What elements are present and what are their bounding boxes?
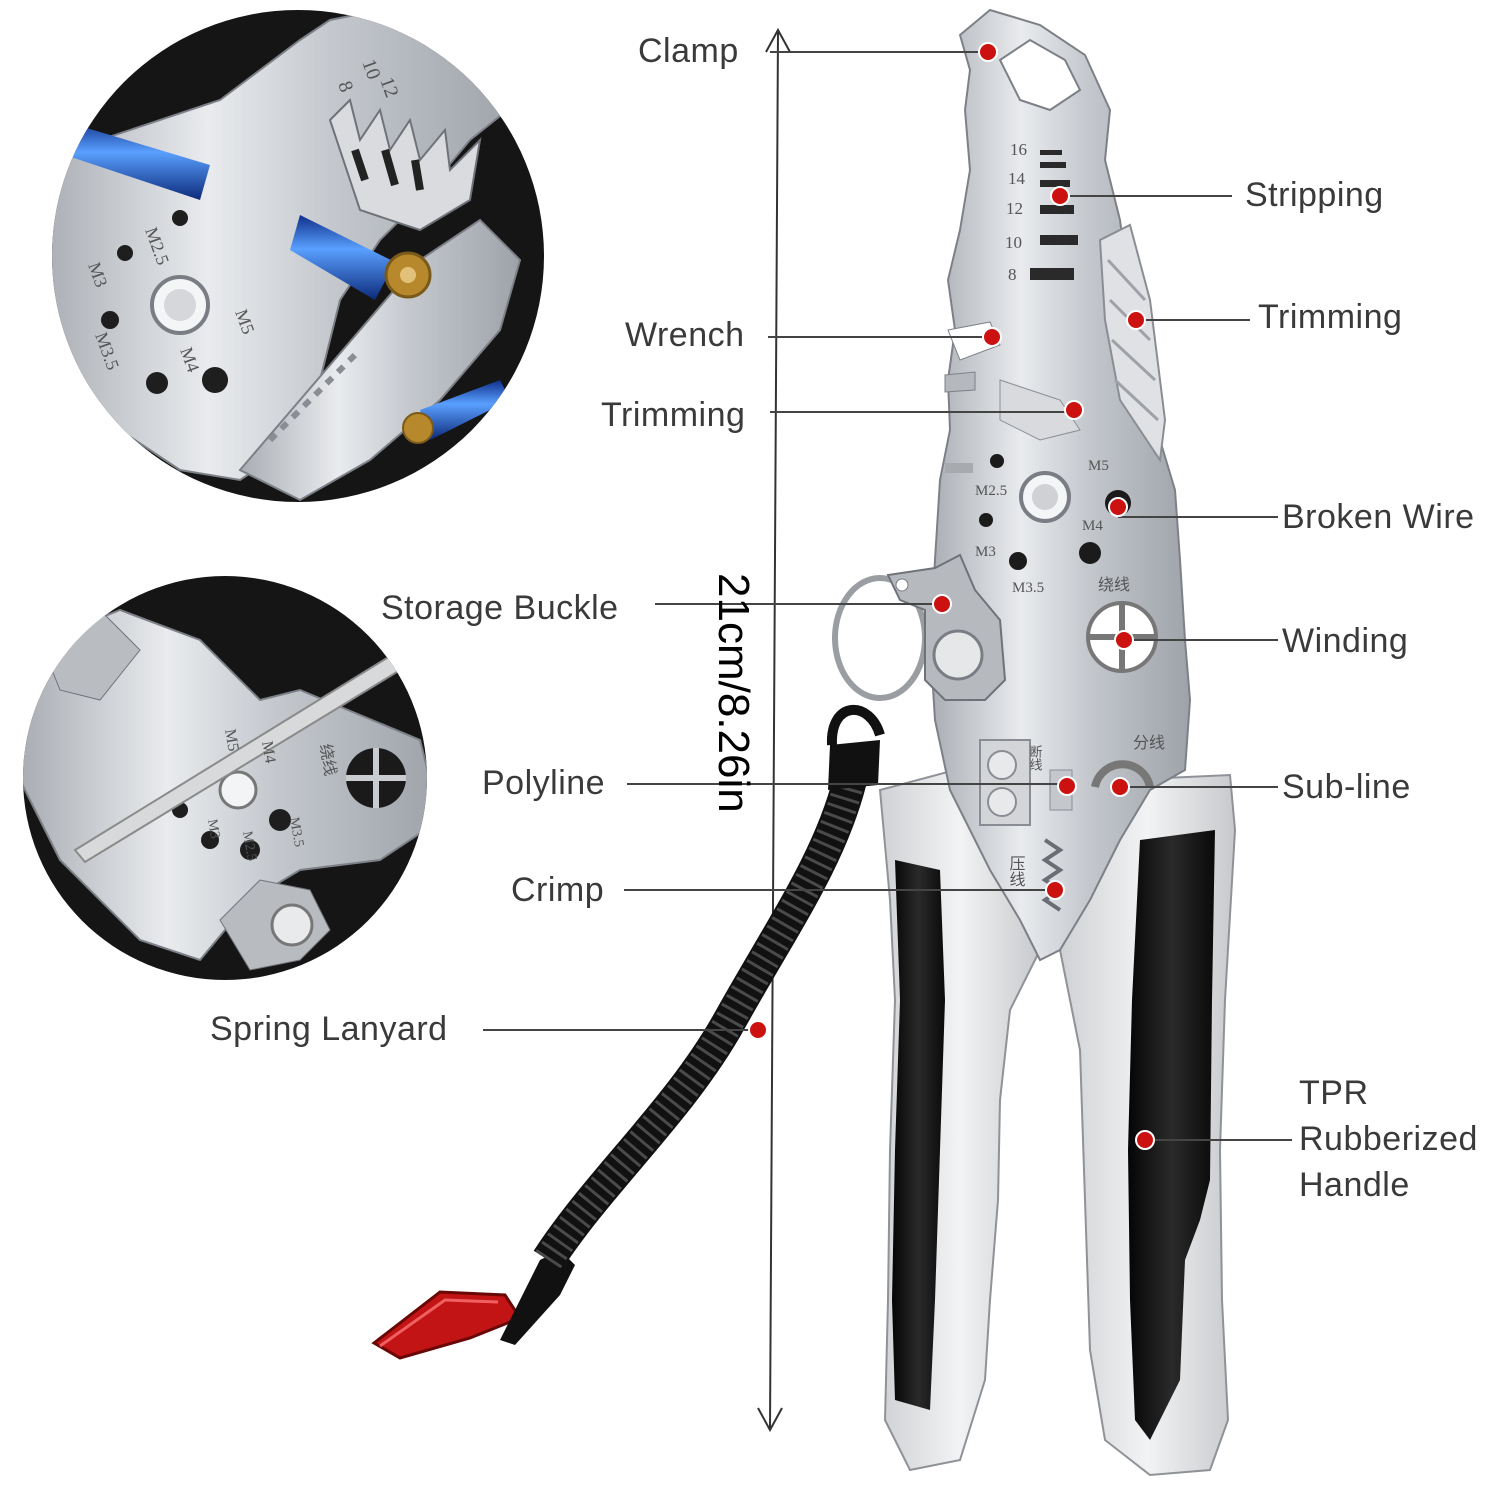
marker-crimp-icon	[1045, 880, 1065, 900]
tool-gauge-12: 12	[1006, 199, 1023, 218]
tool-m3: M3	[975, 544, 996, 560]
label-spring-lanyard: Spring Lanyard	[210, 1010, 448, 1048]
label-polyline: Polyline	[482, 764, 606, 802]
inset-bottom-closeup: M5 M4 M3 M2.5 M3.5 绕线	[23, 576, 427, 980]
marker-winding-icon	[1114, 630, 1134, 650]
inset-bottom-m25: M2.5	[239, 830, 259, 862]
tool-chinese-winding: 绕线	[1098, 576, 1130, 594]
label-winding: Winding	[1282, 622, 1409, 660]
leader-lines	[483, 51, 1292, 1141]
marker-stripping-icon	[1050, 186, 1070, 206]
pliers-tool: 16 14 12 10 8 M5 M2.5 M4 M3 M3.5 绕线 分线 压…	[878, 8, 1237, 1477]
inset-bottom-m35: M3.5	[286, 816, 306, 848]
label-crimp: Crimp	[511, 871, 605, 909]
label-tpr-line1: TPR	[1299, 1074, 1369, 1112]
tool-m35: M3.5	[1012, 580, 1044, 596]
marker-wrench-icon	[982, 327, 1002, 347]
marker-polyline-icon	[1057, 776, 1077, 796]
dimension-arrow-icon	[757, 27, 791, 1433]
label-trimming-right: Trimming	[1258, 298, 1403, 336]
inset-bottom-chinese: 绕线	[316, 743, 339, 778]
tool-m25: M2.5	[975, 483, 1007, 499]
tool-m4: M4	[1082, 518, 1103, 534]
marker-storage-buckle-icon	[932, 594, 952, 614]
spring-lanyard	[371, 575, 928, 1360]
tool-m5: M5	[1088, 458, 1109, 474]
label-clamp: Clamp	[638, 32, 739, 70]
label-broken-wire: Broken Wire	[1282, 498, 1475, 536]
marker-sub-line-icon	[1110, 777, 1130, 797]
tool-gauge-8: 8	[1008, 265, 1017, 284]
marker-dots	[748, 42, 1155, 1150]
label-stripping: Stripping	[1245, 176, 1384, 214]
tool-chinese-crimp: 压线	[1007, 855, 1026, 887]
dimension-label: 21cm/8.26in	[709, 573, 758, 813]
tool-chinese-sub-line: 分线	[1133, 734, 1165, 752]
label-storage-buckle: Storage Buckle	[381, 589, 619, 627]
inset-top-closeup: 12 10 8 M2.5 M3 M5 M3.5 M4	[52, 10, 544, 502]
marker-clamp-icon	[978, 42, 998, 62]
inset-bottom-m4: M4	[258, 740, 279, 765]
marker-trimming-right-icon	[1126, 310, 1146, 330]
tool-gauge-10: 10	[1005, 233, 1022, 252]
label-tpr-line2: Rubberized	[1299, 1120, 1478, 1158]
inset-bottom-m3: M3	[204, 818, 222, 840]
tool-gauge-16: 16	[1010, 140, 1027, 159]
marker-trimming-left-icon	[1064, 400, 1084, 420]
tool-gauge-14: 14	[1008, 169, 1026, 188]
marker-broken-wire-icon	[1108, 497, 1128, 517]
label-tpr-line3: Handle	[1299, 1166, 1410, 1204]
label-wrench: Wrench	[625, 316, 745, 354]
label-trimming-left: Trimming	[601, 396, 746, 434]
marker-spring-lanyard-icon	[748, 1020, 768, 1040]
inset-bottom-m5: M5	[221, 728, 242, 753]
label-sub-line: Sub-line	[1282, 768, 1411, 806]
marker-tpr-handle-icon	[1135, 1130, 1155, 1150]
label-tpr-rubberized-handle: TPR Rubberized Handle	[1299, 1070, 1478, 1208]
tool-chinese-break: 断线	[1028, 745, 1043, 771]
